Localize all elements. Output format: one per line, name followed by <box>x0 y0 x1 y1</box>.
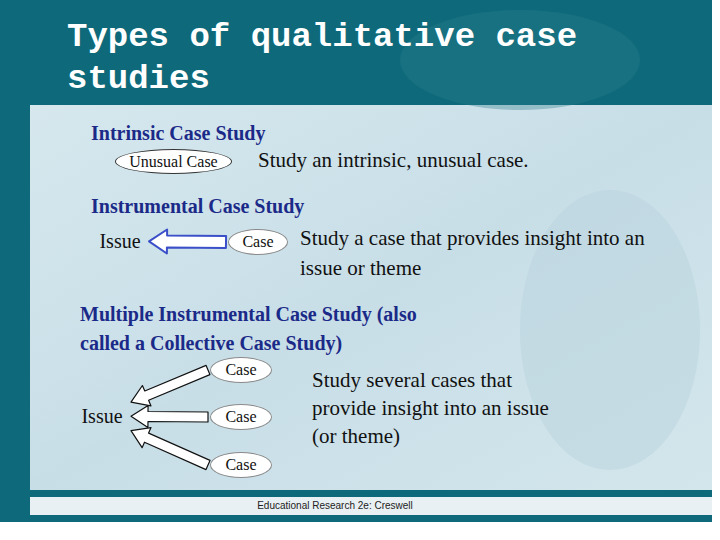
case-oval: Case <box>210 404 272 430</box>
page-margin <box>712 0 720 540</box>
content-panel <box>30 105 712 490</box>
block-arrow <box>149 230 226 254</box>
issue-node: Issue <box>96 227 144 255</box>
issue-node: Issue <box>78 402 126 430</box>
section-heading: Intrinsic Case Study <box>91 120 491 146</box>
case-label: Case <box>225 408 256 426</box>
description-text: Study a case that provides insight into … <box>300 223 685 283</box>
case-oval: Unusual Case <box>115 149 232 174</box>
block-arrow <box>131 428 210 470</box>
case-label: Case <box>225 361 256 379</box>
case-oval: Case <box>228 229 288 255</box>
case-oval: Case <box>210 452 272 478</box>
description-text: Study several cases that provide insight… <box>312 366 552 450</box>
slide-title: Types of qualitative case studies <box>67 16 627 100</box>
block-arrow <box>131 365 210 405</box>
footer-credit: Educational Research 2e: Creswell <box>200 500 470 512</box>
footer-strip <box>30 497 712 515</box>
section-heading: Instrumental Case Study <box>91 193 491 219</box>
case-label: Case <box>242 233 273 251</box>
frame-band <box>0 0 720 522</box>
case-label: Unusual Case <box>129 153 217 171</box>
issue-label: Issue <box>81 405 122 428</box>
case-oval: Case <box>210 357 272 383</box>
case-label: Case <box>225 456 256 474</box>
block-arrow <box>131 406 208 428</box>
issue-label: Issue <box>99 230 140 253</box>
description-text: Study an intrinsic, unusual case. <box>258 147 688 173</box>
section-heading: Multiple Instrumental Case Study (also c… <box>80 300 465 358</box>
